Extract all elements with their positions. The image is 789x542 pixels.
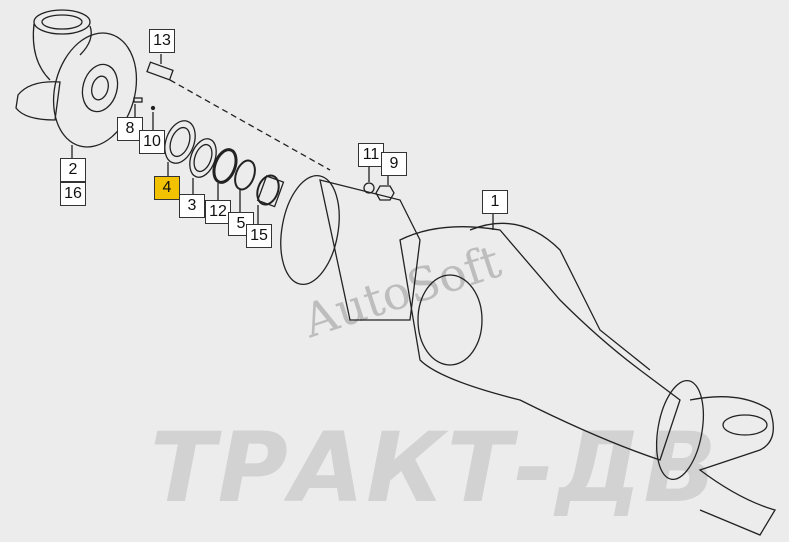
- axle-beam: [280, 174, 776, 536]
- callout-1[interactable]: 1: [482, 190, 508, 214]
- callout-8[interactable]: 8: [117, 117, 143, 141]
- callout-9[interactable]: 9: [381, 152, 407, 176]
- callout-3[interactable]: 3: [179, 194, 205, 218]
- steering-knuckle-left: [15, 9, 138, 158]
- callout-13[interactable]: 13: [149, 29, 175, 53]
- callout-16[interactable]: 16: [60, 182, 86, 206]
- callout-2[interactable]: 2: [60, 158, 86, 182]
- callout-15[interactable]: 15: [246, 224, 272, 248]
- callout-11[interactable]: 11: [358, 143, 384, 167]
- callout-4-selected[interactable]: 4: [154, 176, 180, 200]
- callout-12[interactable]: 12: [205, 200, 231, 224]
- watermark-brand: ТРАКТ-ДВ: [150, 412, 719, 524]
- callout-10[interactable]: 10: [139, 130, 165, 154]
